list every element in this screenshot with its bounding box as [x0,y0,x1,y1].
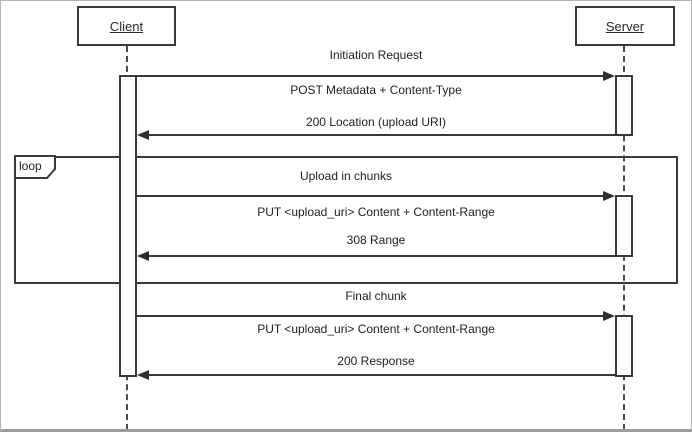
activation-client [119,75,137,377]
message-arrow-put-final [137,315,605,317]
arrowhead-right-icon [603,191,615,201]
message-label-200-location: 200 Location (upload URI) [305,115,447,129]
message-label-post-metadata: POST Metadata + Content-Type [290,83,462,97]
arrowhead-right-icon [603,71,615,81]
actor-label-client: Client [109,18,144,34]
loop-fragment-frame [14,156,678,284]
arrowhead-left-icon [137,130,149,140]
section-title-final-chunk: Final chunk [345,289,407,303]
loop-operator-pentagon [14,155,56,179]
message-arrow-post-metadata [137,75,605,77]
message-arrow-200-location [149,134,615,136]
arrowhead-left-icon [137,370,149,380]
actor-label-server: Server [605,18,645,34]
message-arrow-200-response [149,374,615,376]
activation-server-initiation [615,75,633,136]
actor-box-server: Server [575,6,675,46]
activation-server-loop [615,195,633,257]
activation-server-final [615,315,633,377]
message-label-put-final: PUT <upload_uri> Content + Content-Range [257,322,495,336]
section-title-initiation: Initiation Request [329,48,423,62]
message-label-200-response: 200 Response [337,354,415,368]
arrowhead-left-icon [137,251,149,261]
section-title-upload-chunks: Upload in chunks [299,169,393,183]
arrowhead-right-icon [603,311,615,321]
message-arrow-308-range [149,255,615,257]
message-label-308-range: 308 Range [346,233,406,247]
message-label-put-chunk: PUT <upload_uri> Content + Content-Range [257,205,495,219]
loop-operator-label: loop [19,159,42,173]
actor-box-client: Client [77,6,176,46]
message-arrow-put-chunk [137,195,605,197]
